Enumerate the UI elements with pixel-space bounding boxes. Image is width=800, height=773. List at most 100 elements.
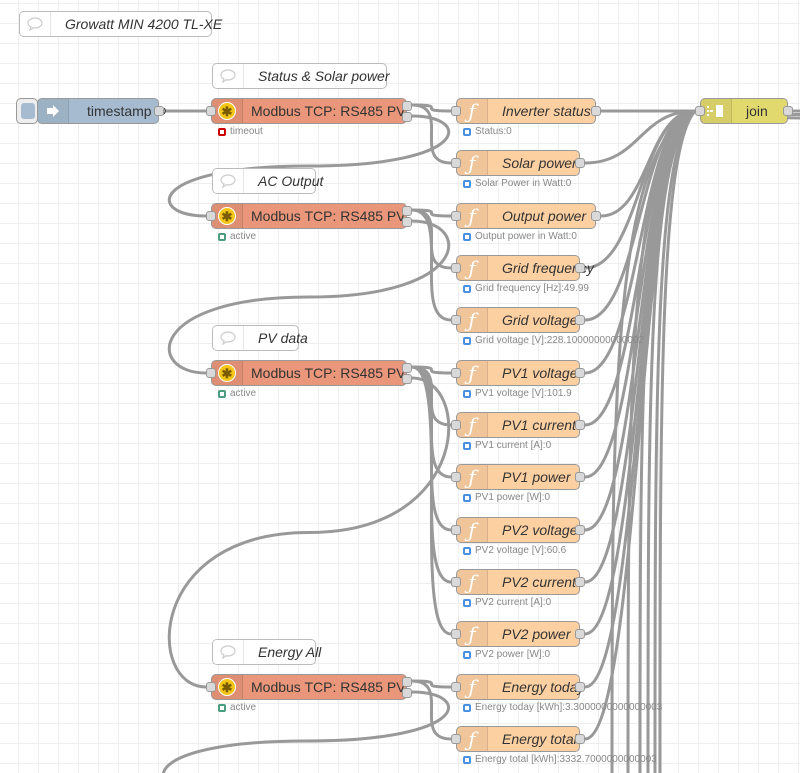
wire-offscreen-4[interactable] bbox=[646, 109, 696, 773]
output-port[interactable] bbox=[575, 368, 585, 378]
output-port-1[interactable] bbox=[402, 101, 412, 111]
wire-modbus-to-function-6[interactable] bbox=[411, 365, 452, 375]
input-port[interactable] bbox=[451, 525, 461, 535]
comment-energy-all[interactable]: Energy All bbox=[212, 639, 321, 665]
wire-offscreen-6[interactable] bbox=[658, 110, 697, 773]
output-port[interactable] bbox=[575, 263, 585, 273]
output-port[interactable] bbox=[575, 525, 585, 535]
wire-function-11-to-join[interactable] bbox=[584, 109, 696, 636]
function-node-pv1-current[interactable]: ƒ PV1 current bbox=[451, 412, 585, 438]
wire-function-7-to-join[interactable] bbox=[584, 109, 696, 427]
wire-function-6-to-join[interactable] bbox=[584, 109, 696, 375]
wire-modbus-4-to-offscreen[interactable] bbox=[162, 690, 450, 773]
wire-modbus-to-function-13[interactable] bbox=[411, 679, 452, 741]
wire-offscreen-1[interactable] bbox=[610, 109, 696, 773]
output-port-2[interactable] bbox=[402, 688, 412, 698]
wire-function-2-to-join[interactable] bbox=[584, 109, 696, 165]
input-port[interactable] bbox=[451, 420, 461, 430]
function-node-energy-today[interactable]: ƒ Energy today bbox=[451, 674, 585, 700]
output-port[interactable] bbox=[575, 472, 585, 482]
output-port[interactable] bbox=[575, 315, 585, 325]
function-node-energy-total[interactable]: ƒ Energy total bbox=[451, 726, 585, 752]
input-port[interactable] bbox=[206, 211, 216, 221]
output-port-2[interactable] bbox=[402, 112, 412, 122]
input-port[interactable] bbox=[451, 263, 461, 273]
output-port[interactable] bbox=[575, 577, 585, 587]
wire-modbus-to-function-3[interactable] bbox=[411, 208, 452, 218]
wire-function-13-to-join[interactable] bbox=[584, 109, 696, 741]
wire-function-12-to-join[interactable] bbox=[584, 109, 696, 689]
join-node[interactable]: join bbox=[695, 98, 793, 124]
input-port[interactable] bbox=[451, 682, 461, 692]
function-node-solar-power[interactable]: ƒ Solar power bbox=[451, 150, 585, 176]
function-node-pv2-current[interactable]: ƒ PV2 current bbox=[451, 569, 585, 595]
input-port[interactable] bbox=[451, 158, 461, 168]
inject-node-timestamp[interactable]: timestamp ↻ bbox=[37, 98, 167, 124]
wire-offscreen-3[interactable] bbox=[638, 109, 696, 773]
output-port[interactable] bbox=[154, 106, 164, 116]
output-port[interactable] bbox=[591, 211, 601, 221]
output-port-2[interactable] bbox=[402, 374, 412, 384]
wire-function-3-to-join[interactable] bbox=[600, 109, 696, 218]
input-port[interactable] bbox=[451, 629, 461, 639]
input-port[interactable] bbox=[451, 577, 461, 587]
input-port[interactable] bbox=[206, 368, 216, 378]
output-port[interactable] bbox=[575, 682, 585, 692]
comment-pv-data[interactable]: PV data bbox=[212, 325, 308, 351]
input-port[interactable] bbox=[451, 211, 461, 221]
wire-modbus-to-function-8[interactable] bbox=[411, 365, 452, 479]
input-port[interactable] bbox=[451, 472, 461, 482]
wire-modbus-to-function-9[interactable] bbox=[411, 365, 452, 532]
modbus-node-1[interactable]: ✱ Modbus TCP: RS485 PV bbox=[206, 98, 412, 124]
input-port[interactable] bbox=[451, 368, 461, 378]
wire-modbus-to-function-11[interactable] bbox=[411, 365, 452, 636]
modbus-node-2[interactable]: ✱ Modbus TCP: RS485 PV bbox=[206, 203, 412, 229]
comment-ac-output[interactable]: AC Output bbox=[212, 168, 323, 194]
output-port-1[interactable] bbox=[402, 363, 412, 373]
function-node-pv1-power[interactable]: ƒ PV1 power bbox=[451, 464, 585, 490]
output-port[interactable] bbox=[575, 158, 585, 168]
input-port[interactable] bbox=[451, 106, 461, 116]
wire-modbus-to-function-4[interactable] bbox=[411, 208, 452, 270]
output-port[interactable] bbox=[575, 420, 585, 430]
wire-modbus-to-function-1[interactable] bbox=[411, 103, 452, 113]
output-port-1[interactable] bbox=[402, 206, 412, 216]
wire-function-8-to-join[interactable] bbox=[584, 109, 696, 479]
modbus-node-4[interactable]: ✱ Modbus TCP: RS485 PV bbox=[206, 674, 412, 700]
output-port[interactable] bbox=[783, 106, 793, 116]
output-port-2[interactable] bbox=[402, 217, 412, 227]
wire-offscreen-5[interactable] bbox=[653, 109, 697, 773]
wire-function-9-to-join[interactable] bbox=[584, 109, 696, 532]
input-port[interactable] bbox=[206, 106, 216, 116]
function-node-grid-frequency[interactable]: ƒ Grid frequency bbox=[451, 255, 594, 281]
function-node-output-power[interactable]: ƒ Output power bbox=[451, 203, 601, 229]
wire-modbus-to-function-5[interactable] bbox=[411, 208, 452, 322]
wire-function-5-to-join[interactable] bbox=[584, 109, 696, 322]
comment-title[interactable]: Growatt MIN 4200 TL-XE bbox=[19, 11, 222, 37]
function-node-grid-voltage[interactable]: ƒ Grid voltage bbox=[451, 307, 585, 333]
wire-modbus-1-to-modbus-2[interactable] bbox=[167, 114, 451, 218]
input-port[interactable] bbox=[695, 106, 705, 116]
output-port[interactable] bbox=[575, 629, 585, 639]
modbus-node-3[interactable]: ✱ Modbus TCP: RS485 PV bbox=[206, 360, 412, 386]
output-port[interactable] bbox=[575, 734, 585, 744]
inject-trigger-button[interactable] bbox=[16, 98, 38, 124]
wire-function-4-to-join[interactable] bbox=[584, 109, 696, 270]
wire-modbus-to-function-12[interactable] bbox=[411, 679, 452, 689]
output-port[interactable] bbox=[591, 106, 601, 116]
input-port[interactable] bbox=[451, 315, 461, 325]
wire-modbus-to-function-2[interactable] bbox=[411, 103, 452, 165]
wire-modbus-2-to-modbus-3[interactable] bbox=[167, 219, 451, 375]
input-port[interactable] bbox=[206, 682, 216, 692]
function-node-pv2-voltage[interactable]: ƒ PV2 voltage bbox=[451, 517, 585, 543]
output-port-1[interactable] bbox=[402, 677, 412, 687]
function-node-pv2-power[interactable]: ƒ PV2 power bbox=[451, 621, 585, 647]
wire-modbus-to-function-7[interactable] bbox=[411, 365, 452, 427]
input-port[interactable] bbox=[451, 734, 461, 744]
comment-status-solar[interactable]: Status & Solar power bbox=[212, 63, 390, 89]
wire-modbus-to-function-10[interactable] bbox=[411, 365, 452, 584]
wire-function-10-to-join[interactable] bbox=[584, 109, 696, 584]
function-node-inverter-status[interactable]: ƒ Inverter status bbox=[451, 98, 601, 124]
wire-offscreen-2[interactable] bbox=[626, 109, 696, 773]
function-node-pv1-voltage[interactable]: ƒ PV1 voltage bbox=[451, 360, 585, 386]
